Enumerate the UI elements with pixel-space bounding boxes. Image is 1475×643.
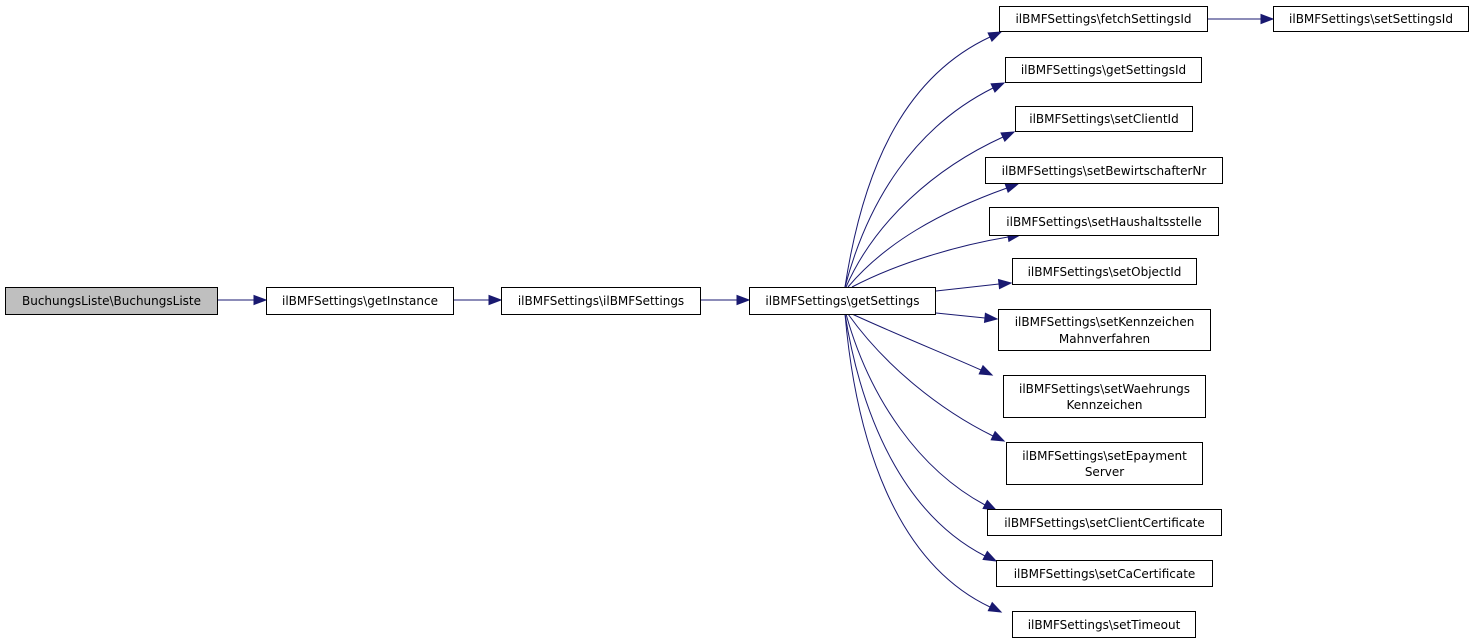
node-label-line2: Server	[1085, 465, 1124, 479]
arrowhead	[983, 312, 999, 323]
arrowhead	[978, 364, 994, 376]
edge-getsettings-setclientcertificate	[845, 313, 986, 506]
node-setobjectid[interactable]: ilBMFSettings\setObjectId	[1012, 258, 1197, 285]
node-label-line1: ilBMFSettings\setKennzeichen	[1015, 315, 1195, 329]
edge-getsettings-setepayment	[847, 313, 994, 437]
node-setkennzeichenmahnverfahren[interactable]: ilBMFSettings\setKennzeichen Mahnverfahr…	[998, 309, 1211, 351]
arrowhead	[736, 294, 751, 306]
edge-getsettings-sethaushaltsstelle	[851, 236, 1009, 288]
arrowhead	[990, 430, 1006, 442]
node-label: ilBMFSettings\getSettingsId	[1021, 63, 1186, 77]
arrowhead	[982, 499, 998, 511]
node-label: ilBMFSettings\setBewirtschafterNr	[1002, 164, 1207, 178]
node-getsettingsid[interactable]: ilBMFSettings\getSettingsId	[1005, 57, 1202, 83]
arrowhead	[1000, 131, 1016, 143]
edge-getsettings-setcacertificate	[844, 313, 986, 557]
node-label: ilBMFSettings\setObjectId	[1028, 265, 1182, 279]
node-label-line1: ilBMFSettings\setEpayment	[1022, 449, 1187, 463]
node-settimeout[interactable]: ilBMFSettings\setTimeout	[1012, 611, 1196, 638]
edge-getsettings-setobjectid	[935, 283, 1000, 292]
node-getinstance[interactable]: ilBMFSettings\getInstance	[266, 287, 454, 315]
edge-getsettings-setwaehrungs	[851, 313, 982, 371]
arrowhead	[1260, 13, 1275, 25]
edge-getsettings-setclientid	[845, 136, 1004, 288]
node-sethaushaltsstelle[interactable]: ilBMFSettings\setHaushaltsstelle	[989, 207, 1219, 236]
node-setcacertificate[interactable]: ilBMFSettings\setCaCertificate	[996, 560, 1213, 587]
node-label: ilBMFSettings\setClientId	[1029, 112, 1178, 126]
arrowhead	[987, 31, 1003, 42]
node-label: ilBMFSettings\setClientCertificate	[1004, 516, 1205, 530]
edge-getsettings-settimeout	[844, 313, 991, 608]
arrowhead	[982, 550, 998, 562]
node-setsettingsid[interactable]: ilBMFSettings\setSettingsId	[1273, 6, 1469, 32]
node-setwaehrungskennzeichen[interactable]: ilBMFSettings\setWaehrungs Kennzeichen	[1003, 375, 1206, 418]
edge-getsettings-setbewirtschafternr	[847, 187, 1008, 288]
arrowhead	[488, 294, 503, 306]
node-setepaymentserver[interactable]: ilBMFSettings\setEpayment Server	[1006, 442, 1203, 485]
arrowhead	[253, 294, 268, 306]
edge-getsettings-getsettingsid	[844, 87, 994, 288]
node-label-line2: Mahnverfahren	[1059, 332, 1150, 346]
node-label: ilBMFSettings\getInstance	[282, 294, 438, 308]
node-getsettings[interactable]: ilBMFSettings\getSettings	[749, 287, 936, 315]
edge-getsettings-fetchsettingsid	[844, 36, 991, 288]
node-label: ilBMFSettings\setHaushaltsstelle	[1006, 215, 1201, 229]
node-fetchsettingsid[interactable]: ilBMFSettings\fetchSettingsId	[999, 6, 1208, 32]
node-label: BuchungsListe\BuchungsListe	[22, 294, 201, 308]
node-label: ilBMFSettings\fetchSettingsId	[1015, 12, 1191, 26]
node-label: ilBMFSettings\setTimeout	[1028, 618, 1181, 632]
node-label-line2: Kennzeichen	[1066, 398, 1142, 412]
node-setclientid[interactable]: ilBMFSettings\setClientId	[1015, 106, 1193, 132]
node-label: ilBMFSettings\setSettingsId	[1289, 12, 1453, 26]
node-ilbmfsettings-constructor[interactable]: ilBMFSettings\ilBMFSettings	[501, 287, 701, 315]
arrowhead	[1004, 183, 1020, 194]
arrowhead	[987, 601, 1003, 613]
node-label: ilBMFSettings\getSettings	[765, 294, 919, 308]
node-label: ilBMFSettings\setCaCertificate	[1014, 567, 1196, 581]
node-setclientcertificate[interactable]: ilBMFSettings\setClientCertificate	[987, 509, 1222, 536]
node-root[interactable]: BuchungsListe\BuchungsListe	[5, 287, 218, 315]
node-label: ilBMFSettings\ilBMFSettings	[518, 294, 684, 308]
arrowhead	[997, 278, 1013, 290]
arrowhead	[990, 82, 1006, 93]
node-setbewirtschafternr[interactable]: ilBMFSettings\setBewirtschafterNr	[985, 157, 1223, 184]
edges	[218, 13, 1275, 613]
node-label-line1: ilBMFSettings\setWaehrungs	[1019, 382, 1190, 396]
edge-getsettings-setkennzeichen	[935, 312, 986, 319]
